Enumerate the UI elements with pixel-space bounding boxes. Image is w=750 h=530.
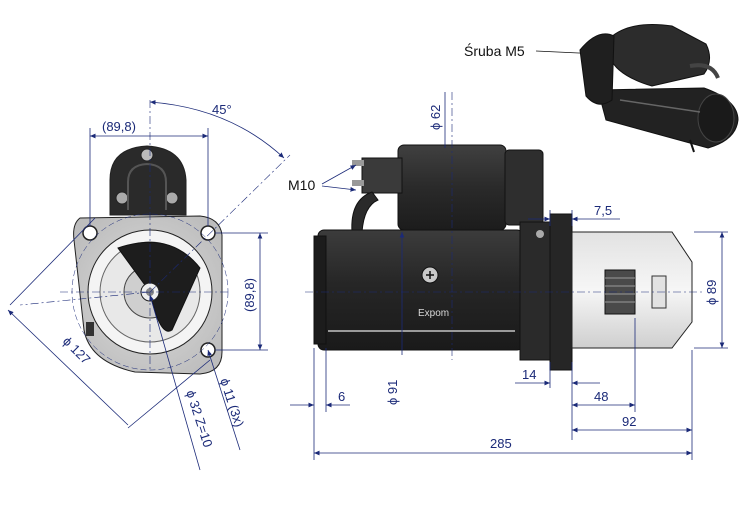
dim-solenoid-diameter: ϕ 62 xyxy=(428,105,443,130)
dim-rear-offset: 6 xyxy=(338,389,345,404)
dim-angle: 45° xyxy=(212,102,232,117)
cap-inner xyxy=(127,162,167,210)
mount-hole-top-right xyxy=(200,225,216,241)
iso-view: Śruba M5 xyxy=(464,24,739,153)
side-view: Expom M10 ϕ 62 7,5 ϕ 89 xyxy=(288,92,728,460)
dim-overall-length: 285 xyxy=(490,436,512,451)
callout-screw: Śruba M5 xyxy=(464,42,525,59)
solenoid-terminals xyxy=(361,157,403,194)
dim-body-diameter: ϕ 91 xyxy=(385,380,400,405)
motor-rear-end xyxy=(313,235,327,345)
dim-flange-thickness: 14 xyxy=(522,367,536,382)
iso-flange xyxy=(579,33,615,105)
dim-holes: ϕ 11 (3x) xyxy=(217,376,247,429)
dim-flange-offset: 7,5 xyxy=(594,203,612,218)
dim-bolt-spacing-vertical: (89,8) xyxy=(242,278,257,312)
front-view: (89,8) 45° (89,8) ϕ 127 ϕ 32 Z=10 ϕ 11 (… xyxy=(7,100,291,471)
brand-logo: Expom xyxy=(418,308,449,319)
dim-pinion-diameter: ϕ 89 xyxy=(704,280,719,305)
dim-pinion-length: 48 xyxy=(594,389,608,404)
iso-solenoid xyxy=(609,24,710,87)
dim-bolt-spacing-top: (89,8) xyxy=(102,119,136,134)
terminal-stud-bottom xyxy=(352,180,364,186)
terminal-stud-top xyxy=(352,160,364,166)
pinion-cover xyxy=(117,241,201,332)
cap-center-screw xyxy=(140,148,154,162)
iso-rear-cap xyxy=(697,93,735,143)
cap-terminal-left xyxy=(115,191,129,205)
connector-strap xyxy=(351,191,379,233)
callout-thread: M10 xyxy=(288,177,315,193)
dim-pinion: ϕ 32 Z=10 xyxy=(183,388,215,449)
solenoid-rear-cap xyxy=(504,149,544,226)
drive-housing xyxy=(519,221,553,361)
dim-nose-length: 92 xyxy=(622,414,636,429)
rear-stud xyxy=(86,322,94,336)
cap-terminal-right xyxy=(165,191,179,205)
